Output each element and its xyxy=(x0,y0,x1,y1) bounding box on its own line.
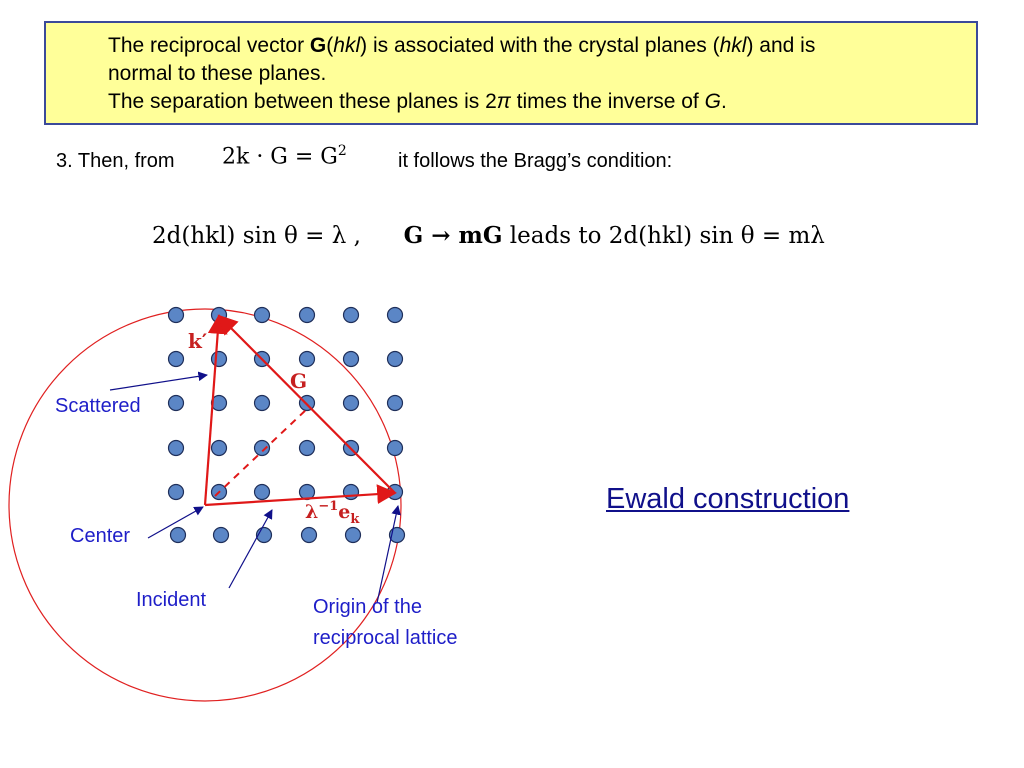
text-bold-g: G xyxy=(309,34,327,57)
lattice-point xyxy=(342,306,360,324)
lattice-point xyxy=(167,394,185,412)
lattice-point xyxy=(342,483,360,501)
label-lambda-sup: −1 xyxy=(318,499,338,514)
bragg-eq-2: G → mG xyxy=(403,222,503,249)
equation-text: 2k · G = G xyxy=(222,144,338,170)
lattice-point xyxy=(169,526,187,544)
label-e-sub: k xyxy=(350,512,360,527)
lattice-point xyxy=(342,350,360,368)
text-italic: hkl xyxy=(719,34,747,57)
lattice-point xyxy=(210,439,228,457)
text: . xyxy=(720,90,727,113)
equation-sup: 2 xyxy=(337,143,347,159)
step3-prefix: 3. Then, from xyxy=(56,150,175,172)
text: The reciprocal vector xyxy=(108,34,310,57)
label-e: e xyxy=(338,501,350,523)
lattice-point xyxy=(167,306,185,324)
lattice-point xyxy=(300,526,318,544)
label-g: G xyxy=(290,369,307,393)
lattice-point xyxy=(298,350,316,368)
label-k-prime: k′ xyxy=(188,329,207,353)
dashed-bisector xyxy=(214,407,309,497)
lattice-point xyxy=(344,526,362,544)
lattice-point xyxy=(210,350,228,368)
lattice-point xyxy=(253,394,271,412)
bragg-condition: 2d(hkl) sin θ = λ , G → mG leads to 2d(h… xyxy=(152,222,825,249)
vector-g xyxy=(217,314,396,494)
label-origin-line-1: Origin of the xyxy=(313,596,422,618)
info-line-2: normal to these planes. xyxy=(108,62,327,85)
bragg-eq-1: 2d(hkl) sin θ = λ , xyxy=(152,223,361,249)
label-lambda: λ xyxy=(305,501,318,523)
lattice-point xyxy=(212,526,230,544)
lattice-point xyxy=(298,306,316,324)
bragg-eq-3: leads to xyxy=(502,223,609,249)
vector-incident xyxy=(204,484,397,507)
text: The separation between these planes is 2 xyxy=(108,90,497,113)
pointer-incident xyxy=(228,509,273,589)
label-scattered: Scattered xyxy=(55,395,141,417)
lattice-point xyxy=(253,483,271,501)
ewald-sphere xyxy=(8,308,402,702)
text: times the inverse of xyxy=(510,90,705,113)
lattice-point xyxy=(167,439,185,457)
lattice-point xyxy=(253,306,271,324)
pointer-center xyxy=(147,506,204,539)
bragg-eq-4: 2d(hkl) sin θ = mλ xyxy=(608,223,825,249)
info-line-1: The reciprocal vector G(hkl) is associat… xyxy=(108,32,815,60)
text-italic: π xyxy=(496,90,511,113)
lattice-point xyxy=(386,306,404,324)
label-incident-vector: λ−1ek xyxy=(305,499,360,527)
text: ( xyxy=(326,34,334,57)
lattice-point xyxy=(386,350,404,368)
lattice-point xyxy=(388,526,406,544)
lattice-point xyxy=(167,483,185,501)
text: ) is associated with the crystal planes … xyxy=(360,34,720,57)
label-incident: Incident xyxy=(136,589,207,611)
lattice-point xyxy=(386,394,404,412)
text-italic: G xyxy=(704,90,721,113)
text-italic: hkl xyxy=(333,34,361,57)
text: ) and is xyxy=(746,34,816,57)
vector-k-prime xyxy=(203,314,228,506)
pointer-origin xyxy=(376,505,401,604)
lattice-point xyxy=(386,439,404,457)
info-line-3: The separation between these planes is 2… xyxy=(108,88,727,116)
lattice-point xyxy=(298,439,316,457)
lattice-point xyxy=(253,439,271,457)
step3-suffix: it follows the Bragg’s condition: xyxy=(398,150,673,172)
lattice-point xyxy=(167,350,185,368)
info-box: The reciprocal vector G(hkl) is associat… xyxy=(44,21,978,125)
label-center: Center xyxy=(70,525,131,547)
label-origin-line-2: reciprocal lattice xyxy=(313,627,458,649)
pointer-scattered xyxy=(109,371,208,391)
lattice-point xyxy=(342,394,360,412)
step3-equation: 2k · G = G2 xyxy=(222,143,347,169)
ewald-construction-title: Ewald construction xyxy=(606,483,850,515)
